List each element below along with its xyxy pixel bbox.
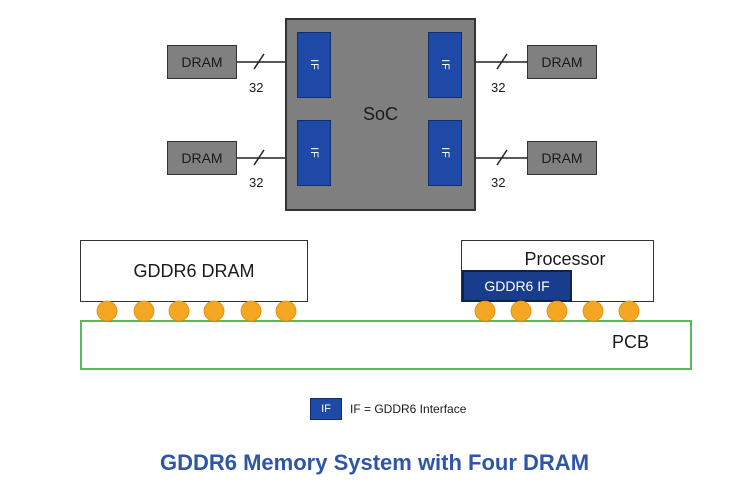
dram-top-left: DRAM [167,45,237,79]
gddr6-dram-chip [80,240,308,302]
pcb-label: PCB [612,332,650,352]
gddr6-interface-block: GDDR6 IF [462,270,572,302]
gddr6-dram-label: GDDR6 DRAM [133,261,255,281]
soc-interface-bottom-left: IF [297,120,331,186]
solder-ball [275,300,297,322]
diagram-title: GDDR6 Memory System with Four DRAM [159,450,590,475]
processor-label: Processor [524,249,606,269]
soc-label: SoC [362,104,398,124]
solder-ball [618,300,640,322]
solder-ball [546,300,568,322]
solder-ball [168,300,190,322]
bus-width-bottom-left: 32 [249,175,264,190]
bus-width-top-left: 32 [249,80,264,95]
soc-interface-top-left: IF [297,32,331,98]
solder-ball [203,300,225,322]
pcb [80,320,692,370]
dram-top-right: DRAM [527,45,597,79]
solder-ball [133,300,155,322]
soc-interface-bottom-right: IF [428,120,462,186]
dram-bottom-right: DRAM [527,141,597,175]
legend-interface-symbol: IF [310,398,342,420]
legend-text: IF = GDDR6 Interface [350,402,467,416]
solder-ball [240,300,262,322]
solder-ball [510,300,532,322]
bus-width-top-right: 32 [491,80,506,95]
solder-ball [96,300,118,322]
solder-ball [474,300,496,322]
soc-interface-top-right: IF [428,32,462,98]
dram-bottom-left: DRAM [167,141,237,175]
bus-width-bottom-right: 32 [491,175,506,190]
solder-ball [582,300,604,322]
